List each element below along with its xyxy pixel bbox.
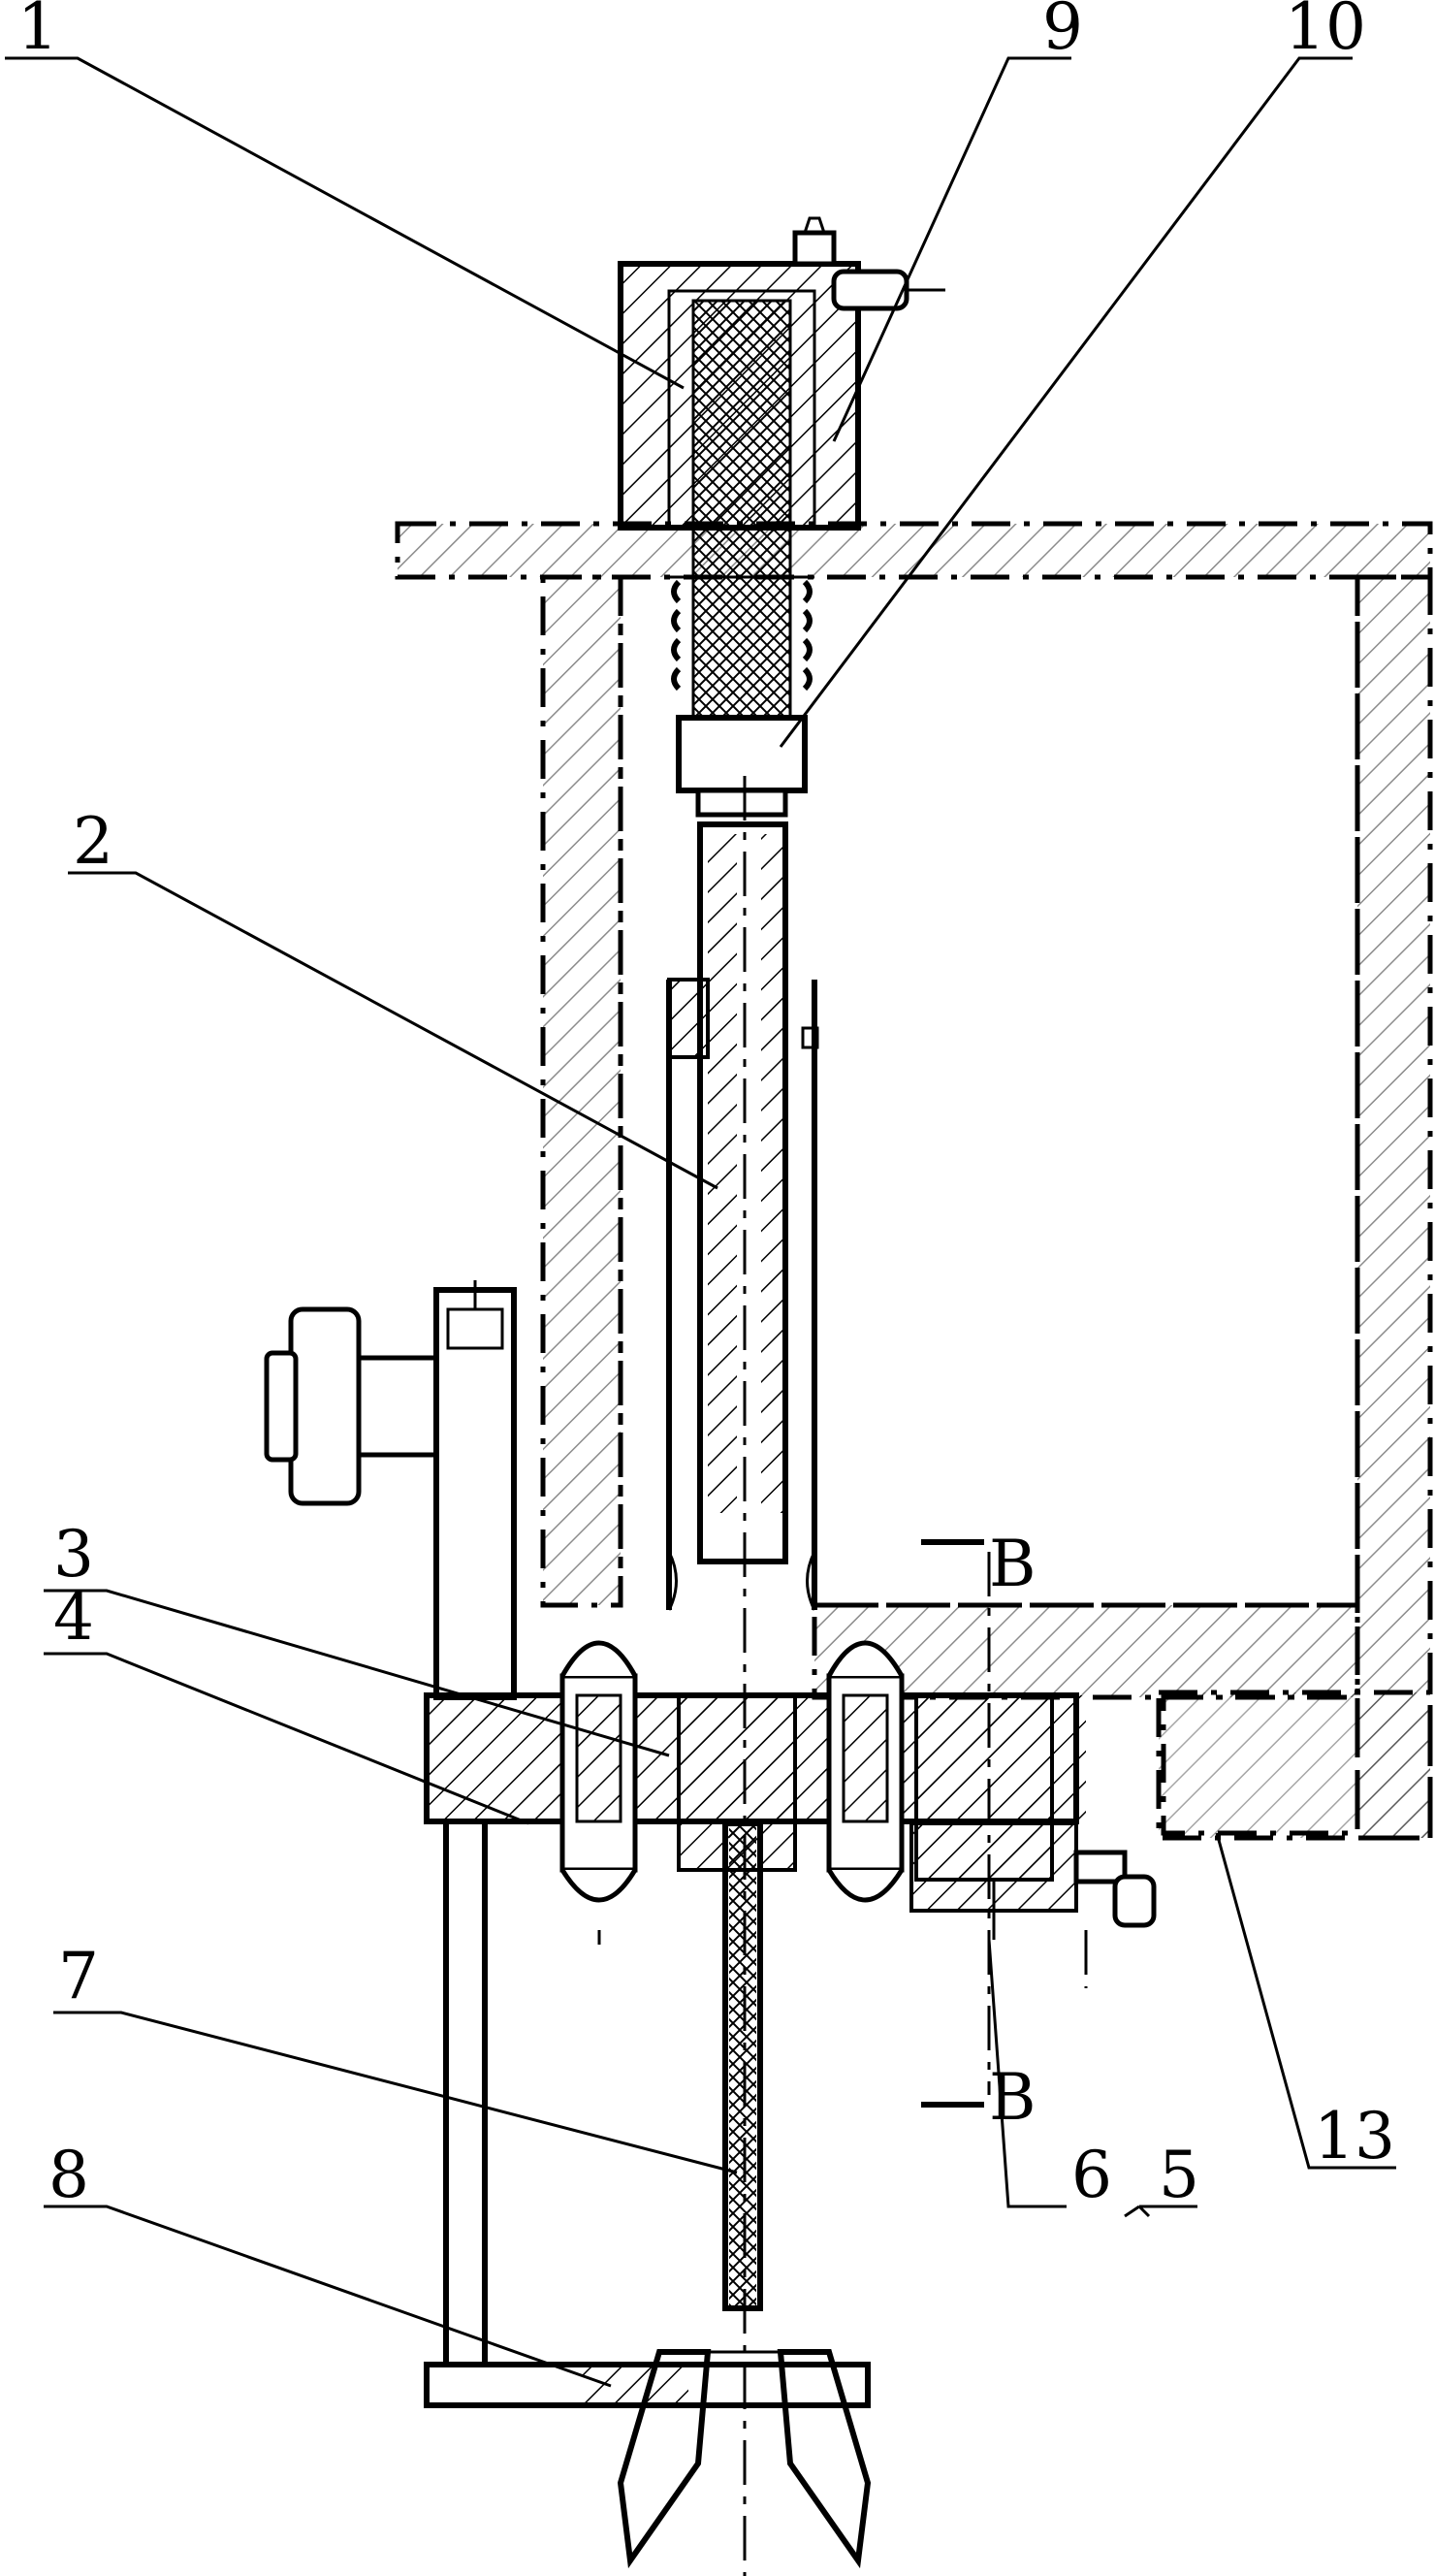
spring-section	[669, 526, 814, 818]
bottom-nozzle	[424, 2349, 872, 2569]
base-plate	[424, 1640, 1086, 1945]
label-part-2: 2	[73, 804, 113, 879]
part-labels: 1 9 10 2 B 3 4 7 B 13 8 6 5	[17, 0, 1395, 2212]
housing-frame	[395, 521, 1433, 1841]
section-b-marks	[921, 1539, 991, 2108]
label-part-7: 7	[58, 1939, 99, 2013]
label-part-6: 6	[1071, 2138, 1112, 2212]
label-section-b-top: B	[989, 1527, 1036, 1601]
label-part-10: 10	[1285, 0, 1366, 64]
right-fittings	[992, 1850, 1157, 1988]
lower-rod	[722, 1820, 763, 2311]
label-part-1: 1	[17, 0, 58, 64]
leader-lines	[5, 56, 1396, 2388]
label-part-3: 3	[53, 1517, 94, 1592]
label-part-4: 4	[53, 1580, 94, 1655]
top-cap-assembly	[618, 216, 945, 531]
handwheel-assembly	[264, 1280, 517, 2367]
label-part-8: 8	[48, 2138, 89, 2212]
label-part-5: 5	[1159, 2138, 1199, 2212]
label-part-9: 9	[1042, 0, 1083, 64]
central-shaft	[666, 821, 819, 1611]
label-section-b-bottom: B	[989, 2060, 1036, 2135]
label-part-13: 13	[1314, 2099, 1395, 2174]
